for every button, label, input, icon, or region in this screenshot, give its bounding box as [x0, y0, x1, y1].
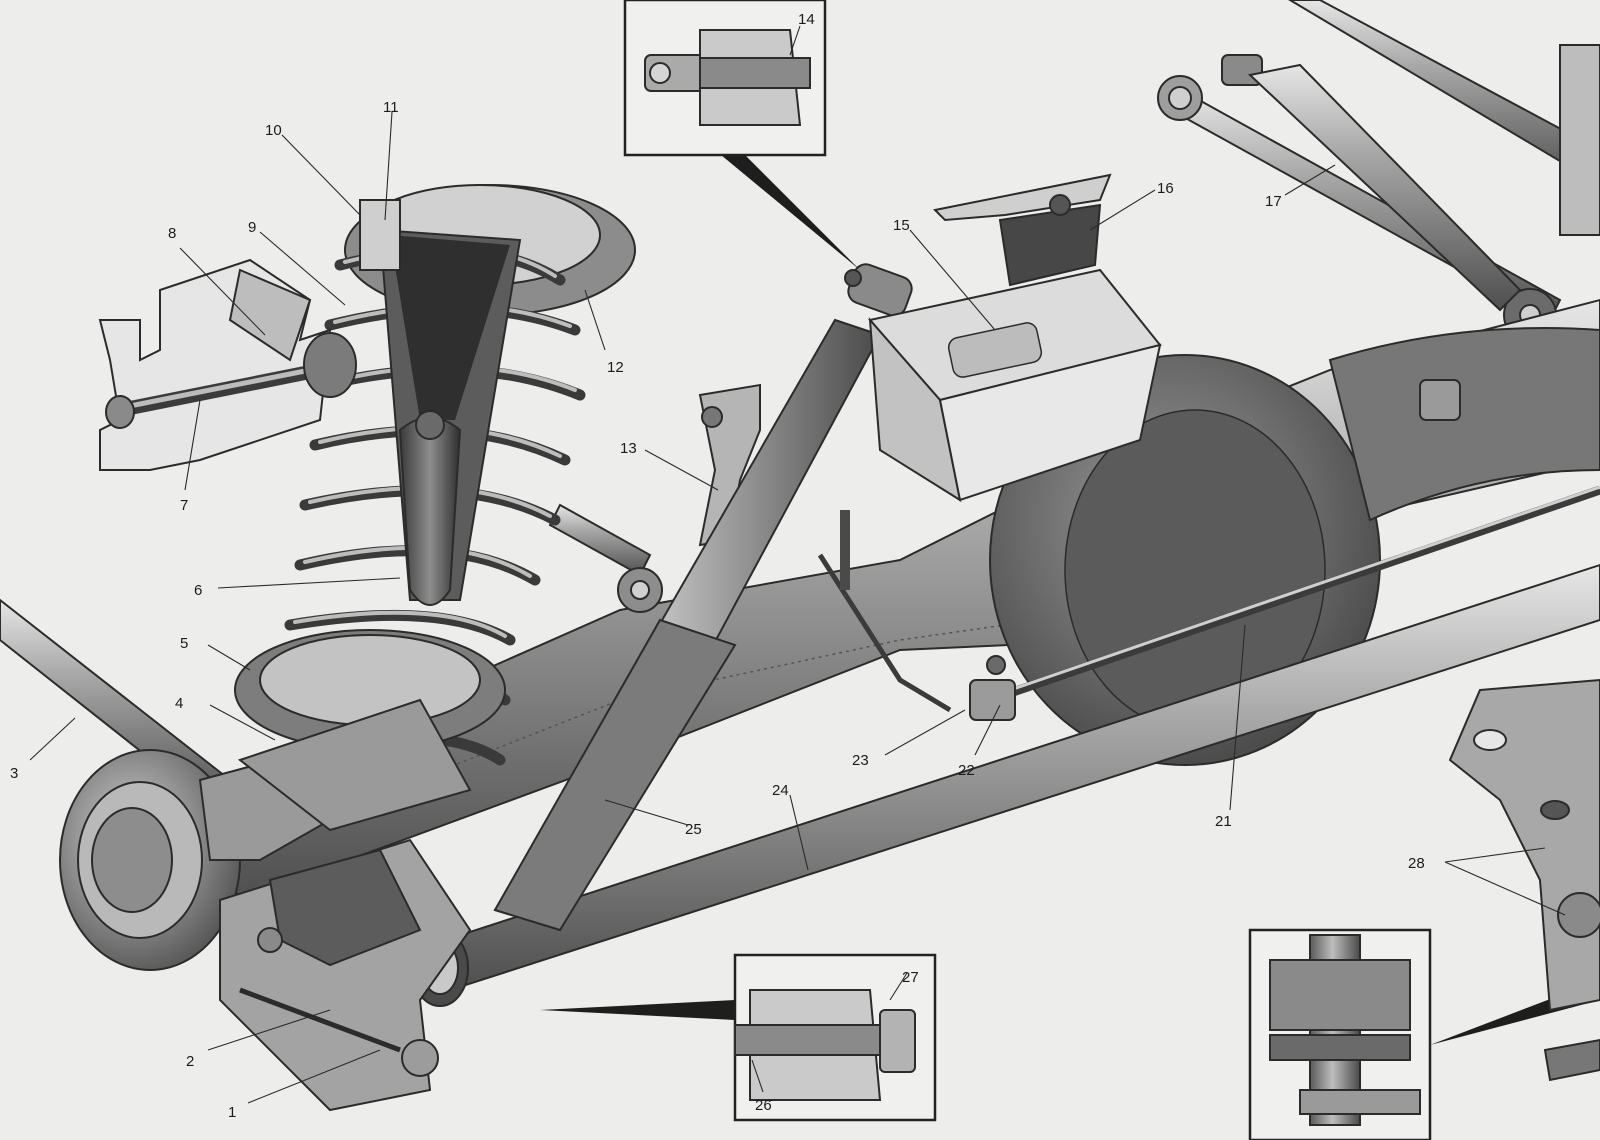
callout-28: 28 [1408, 855, 1425, 872]
callout-15: 15 [893, 217, 910, 234]
callout-25: 25 [685, 821, 702, 838]
callout-26: 26 [755, 1097, 772, 1114]
callout-12: 12 [607, 359, 624, 376]
upper-bracket-7-8 [98, 258, 357, 471]
callout-11: 11 [383, 99, 399, 116]
callout-16: 16 [1157, 180, 1174, 197]
callout-10: 10 [265, 122, 282, 139]
callout-2: 2 [186, 1053, 194, 1070]
bracket-28 [1448, 678, 1600, 1082]
callout-3: 3 [10, 765, 18, 782]
detail-inset-right [1248, 928, 1600, 1140]
callout-9: 9 [248, 219, 256, 236]
callout-27: 27 [902, 969, 919, 986]
bumper-bracket-15 [868, 268, 1162, 503]
stabilizer-17 [1247, 63, 1522, 312]
callout-7: 7 [180, 497, 188, 514]
callout-22: 22 [958, 762, 975, 779]
callout-8: 8 [168, 225, 176, 242]
leader-lines [29, 25, 1566, 1104]
callout-13: 13 [620, 440, 637, 457]
detail-inset-14 [623, 0, 860, 270]
rod-bracket-22-23 [817, 510, 1016, 721]
callout-17: 17 [1265, 193, 1282, 210]
upper-link [548, 503, 663, 613]
callout-14: 14 [798, 11, 815, 28]
lower-spring-seat [234, 629, 506, 832]
callout-23: 23 [852, 752, 869, 769]
callout-labels: 1 2 3 4 5 6 7 8 9 10 11 12 13 14 15 16 1… [10, 11, 1425, 1121]
lower-arm-bracket [219, 838, 472, 1112]
bump-stop-16 [932, 173, 1112, 287]
callout-21: 21 [1215, 813, 1232, 830]
spring-insulator-cutaway [359, 199, 522, 606]
callout-4: 4 [175, 695, 183, 712]
callout-24: 24 [772, 782, 789, 799]
brake-rod-21 [988, 485, 1600, 705]
callout-1: 1 [228, 1104, 236, 1121]
bracket-13 [698, 383, 761, 547]
callout-6: 6 [194, 582, 202, 599]
callout-5: 5 [180, 635, 188, 652]
shock-absorber-25 [493, 263, 913, 932]
